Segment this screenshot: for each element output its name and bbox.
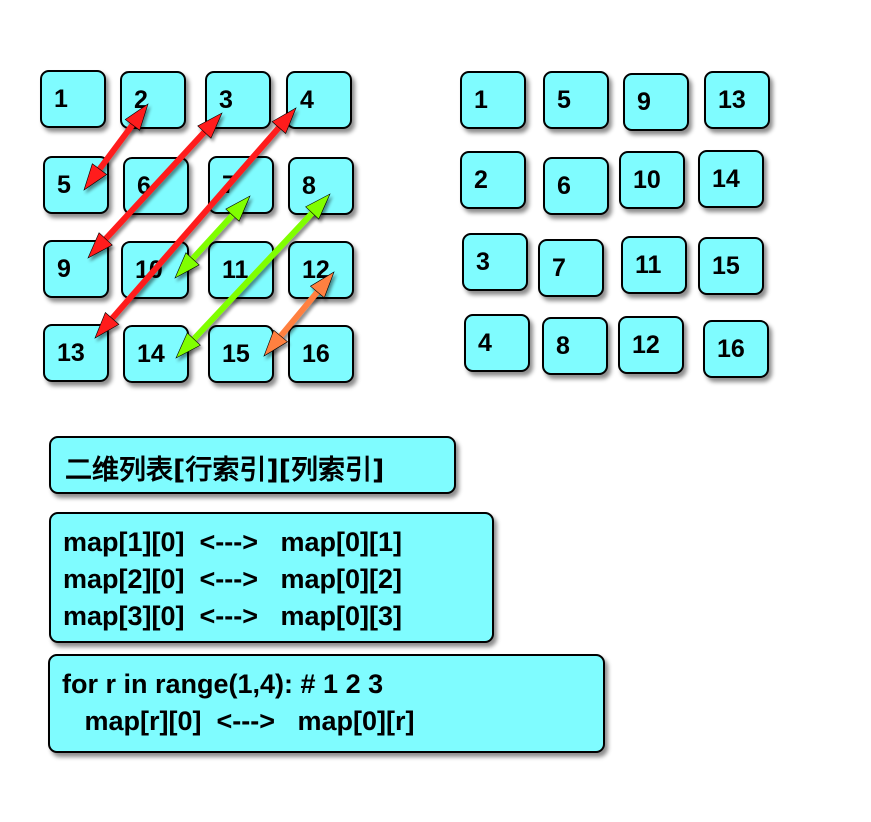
left-cell-11: 11 xyxy=(208,241,274,299)
left-cell-5: 5 xyxy=(43,156,109,214)
left-cell-10: 10 xyxy=(121,241,189,299)
left-cell-3: 3 xyxy=(205,71,271,129)
left-cell-6: 6 xyxy=(123,157,189,215)
title-box: 二维列表[行索引][列索引] xyxy=(49,436,456,494)
left-cell-2: 2 xyxy=(120,71,186,129)
title-text: 二维列表[行索引][列索引] xyxy=(65,455,385,486)
right-cell-15: 15 xyxy=(698,237,764,295)
right-cell-4: 4 xyxy=(464,314,530,372)
swap-box: map[1][0] <---> map[0][1] map[2][0] <---… xyxy=(49,512,494,643)
right-cell-1: 1 xyxy=(460,71,526,129)
left-cell-9: 9 xyxy=(43,240,109,298)
left-cell-8: 8 xyxy=(288,157,354,215)
left-cell-12: 12 xyxy=(288,241,354,299)
loop-line-2: map[r][0] <---> map[0][r] xyxy=(62,706,415,736)
right-cell-10: 10 xyxy=(619,151,685,209)
swap-line-1: map[1][0] <---> map[0][1] xyxy=(63,527,403,557)
right-cell-16: 16 xyxy=(703,320,769,378)
left-cell-4: 4 xyxy=(286,71,352,129)
left-cell-16: 16 xyxy=(288,325,354,383)
right-cell-13: 13 xyxy=(704,71,770,129)
right-cell-6: 6 xyxy=(543,157,609,215)
loop-line-1: for r in range(1,4): # 1 2 3 xyxy=(62,669,384,699)
left-cell-1: 1 xyxy=(40,70,106,128)
right-cell-5: 5 xyxy=(543,71,609,129)
loop-box: for r in range(1,4): # 1 2 3 map[r][0] <… xyxy=(48,654,605,753)
right-cell-14: 14 xyxy=(698,150,764,208)
arrow-4-to-13 xyxy=(94,107,297,339)
swap-line-3: map[3][0] <---> map[0][3] xyxy=(63,601,403,631)
left-cell-13: 13 xyxy=(43,324,109,382)
right-cell-3: 3 xyxy=(462,233,528,291)
right-cell-12: 12 xyxy=(618,316,684,374)
swap-line-2: map[2][0] <---> map[0][2] xyxy=(63,564,403,594)
right-cell-7: 7 xyxy=(538,239,604,297)
right-cell-2: 2 xyxy=(460,151,526,209)
right-cell-8: 8 xyxy=(542,317,608,375)
right-cell-9: 9 xyxy=(623,73,689,131)
left-cell-14: 14 xyxy=(123,325,189,383)
left-cell-7: 7 xyxy=(208,156,274,214)
right-cell-11: 11 xyxy=(621,236,687,294)
left-cell-15: 15 xyxy=(208,325,274,383)
